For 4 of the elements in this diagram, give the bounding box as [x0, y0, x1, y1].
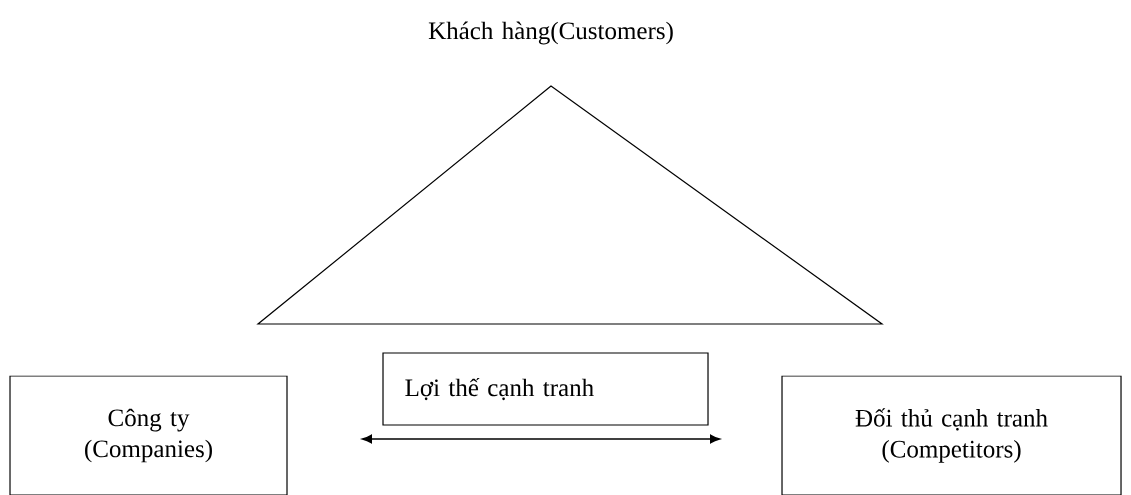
- heading: Khách hàng(Customers): [428, 21, 673, 45]
- text-box: Đối thủ cạnh tranh (Competitors): [781, 375, 1122, 495]
- text-box: Công ty (Companies): [9, 375, 288, 495]
- text-box: Lợi thế cạnh tranh: [382, 352, 709, 426]
